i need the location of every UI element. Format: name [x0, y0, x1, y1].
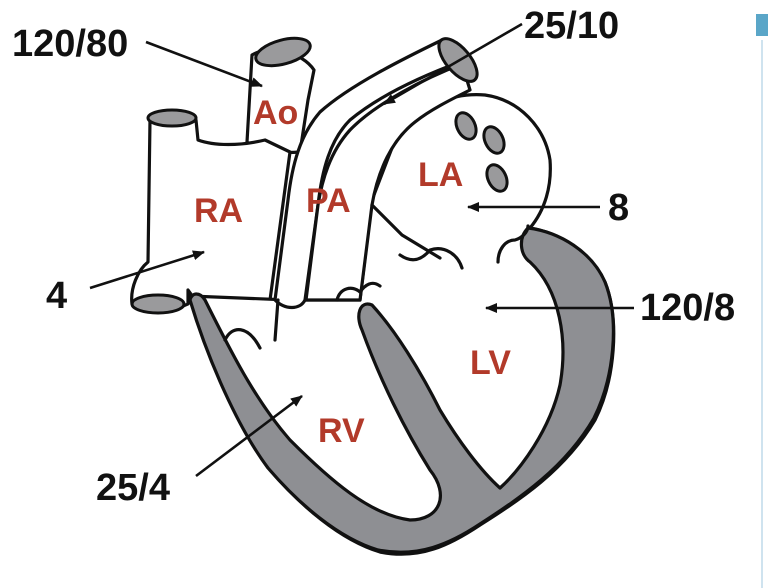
- aorta-vessel: [245, 36, 316, 155]
- svc-opening: [146, 108, 198, 128]
- right-atrium-wall: [130, 108, 292, 326]
- arrow-right-atrium: [89, 250, 205, 290]
- arrow-pulmonary-artery: [383, 22, 523, 106]
- label-lv: LV: [470, 344, 511, 382]
- arrow-aorta: [145, 40, 263, 88]
- edge-accent: [756, 14, 768, 36]
- pulmonary-vein-2: [482, 125, 506, 155]
- label-rv: RV: [318, 412, 365, 450]
- pulmonary-vein-3: [485, 163, 509, 193]
- label-pa: PA: [306, 182, 351, 220]
- tricuspid-valve: [223, 328, 262, 350]
- pressure-right-atrium: 4: [46, 275, 67, 317]
- ivc-opening: [130, 293, 186, 315]
- label-la: LA: [418, 156, 463, 194]
- pressure-aorta: 120/80: [12, 23, 128, 65]
- mitral-valve-right: [496, 224, 530, 264]
- pressure-left-atrium: 8: [608, 187, 629, 229]
- label-ao: Ao: [253, 94, 298, 132]
- pulmonic-valve: [335, 281, 382, 302]
- pressure-pulmonary-artery: 25/10: [524, 5, 619, 47]
- pressure-right-ventricle: 25/4: [96, 467, 170, 509]
- pressure-left-ventricle: 120/8: [640, 287, 735, 329]
- pulmonary-vein-1: [454, 111, 478, 141]
- pa-root-left: [273, 298, 280, 342]
- myocardium: [188, 226, 615, 554]
- mitral-valve-left: [398, 247, 464, 270]
- aorta-opening: [254, 36, 312, 68]
- arrow-right-ventricle: [195, 394, 303, 478]
- pulmonary-veins: [454, 111, 509, 193]
- label-ra: RA: [194, 192, 243, 230]
- la-inner-wall: [370, 203, 442, 260]
